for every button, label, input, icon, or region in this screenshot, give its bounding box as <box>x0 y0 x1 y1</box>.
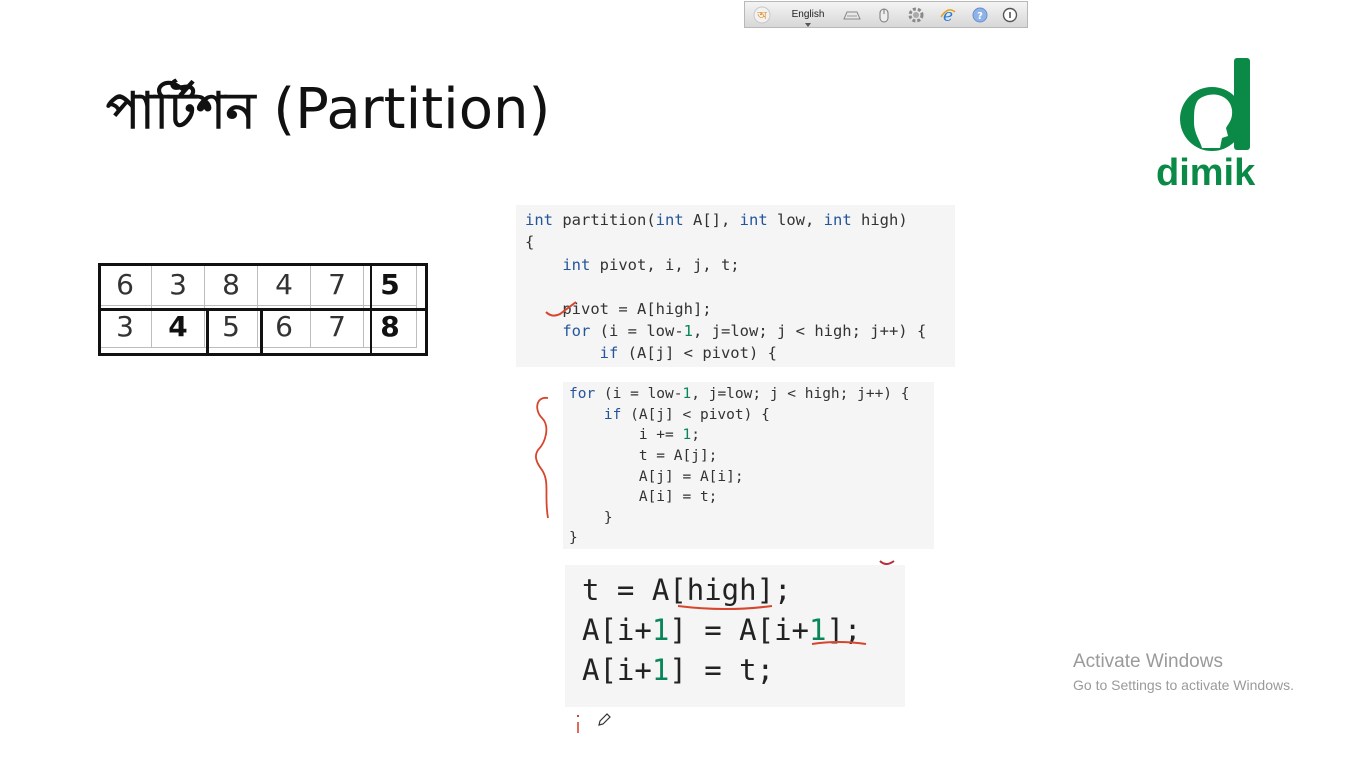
code-line: A[i+1] = A[i+1]; <box>582 613 862 647</box>
array-cell: 3 <box>98 305 152 348</box>
table-frame-divider-1 <box>206 308 209 356</box>
array-cell: 4 <box>257 263 311 306</box>
array-cell: 3 <box>151 263 205 306</box>
code-line: for (i = low-1, j=low; j < high; j++) { <box>569 386 910 402</box>
internet-explorer-icon[interactable]: e <box>931 1 965 28</box>
code-line: int pivot, i, j, t; <box>562 256 740 274</box>
code-line: t = A[j]; <box>569 448 718 464</box>
table-frame-right <box>425 263 428 356</box>
keyboard-icon[interactable] <box>837 1 867 28</box>
code-line: } <box>569 510 613 526</box>
pen-brace-annotation <box>535 397 549 519</box>
slide-title-bangla: পার্টিশন <box>106 82 256 140</box>
array-cell: 7 <box>310 263 364 306</box>
table-frame-middle <box>98 308 428 311</box>
svg-text:e: e <box>943 6 953 24</box>
array-cell: 6 <box>98 263 152 306</box>
code-line: A[i+1] = t; <box>582 653 775 687</box>
code-panel-partition: int partition(int A[], int low, int high… <box>516 205 955 367</box>
code-line: int partition(int A[], int low, int high… <box>525 211 908 229</box>
array-cell: 6 <box>257 305 311 348</box>
code-panel-swap: t = A[high]; A[i+1] = A[i+1]; A[i+1] = t… <box>565 565 905 707</box>
svg-text:?: ? <box>977 11 983 22</box>
table-row: 3 4 5 6 7 8 <box>98 305 417 348</box>
pen-underline-annotation <box>811 641 867 645</box>
language-toolbar: অ English e ? <box>744 1 1028 28</box>
code-panel-for-loop: for (i = low-1, j=low; j < high; j++) { … <box>563 382 934 549</box>
code-line: for (i = low-1, j=low; j < high; j++) { <box>562 322 927 340</box>
array-cell: 5 <box>204 305 258 348</box>
array-cell: 8 <box>204 263 258 306</box>
language-label: English <box>791 9 825 20</box>
code-line: i += 1; <box>569 427 700 443</box>
code-line: A[i] = t; <box>569 489 718 505</box>
help-icon[interactable]: ? <box>965 1 995 28</box>
chevron-down-icon <box>805 23 811 27</box>
activate-windows-subtitle: Go to Settings to activate Windows. <box>1073 677 1294 693</box>
settings-gear-icon[interactable] <box>901 1 931 28</box>
array-cell: 5 <box>363 263 417 306</box>
code-line: if (A[j] < pivot) { <box>603 407 770 423</box>
code-line: } <box>569 530 578 546</box>
code-line: { <box>525 233 535 251</box>
logo-text: dimik <box>1156 152 1256 194</box>
table-frame-bottom <box>98 353 428 356</box>
slide-title: পার্টিশন (Partition) <box>106 74 550 157</box>
pen-cursor-icon <box>598 713 611 726</box>
pen-tick-annotation <box>545 301 577 317</box>
avro-logo-icon[interactable]: অ <box>745 1 779 28</box>
array-cell: 7 <box>310 305 364 348</box>
language-selector[interactable]: English <box>779 1 837 28</box>
array-cell: 4 <box>151 305 205 348</box>
pen-mark-annotation <box>577 715 579 733</box>
table-row: 6 3 8 4 7 5 <box>98 263 417 306</box>
code-line: A[j] = A[i]; <box>569 469 744 485</box>
table-frame-top <box>98 263 428 266</box>
pen-dot-annotation <box>879 560 895 565</box>
svg-text:অ: অ <box>756 9 767 22</box>
info-icon[interactable] <box>995 1 1025 28</box>
table-frame-divider-2 <box>260 308 263 356</box>
dimik-logo-icon <box>1180 58 1250 151</box>
code-line: if (A[j] < pivot) { <box>599 344 777 362</box>
array-cell: 8 <box>363 305 417 348</box>
mouse-icon[interactable] <box>867 1 901 28</box>
table-frame-left <box>98 263 101 356</box>
activate-windows-title: Activate Windows <box>1073 651 1223 672</box>
code-line: t = A[high]; <box>582 573 792 607</box>
pen-underline-annotation <box>677 605 773 610</box>
slide-title-english: (Partition) <box>273 77 551 142</box>
array-table: 6 3 8 4 7 5 3 4 5 6 7 8 <box>98 263 417 348</box>
table-frame-divider-3 <box>370 263 372 356</box>
